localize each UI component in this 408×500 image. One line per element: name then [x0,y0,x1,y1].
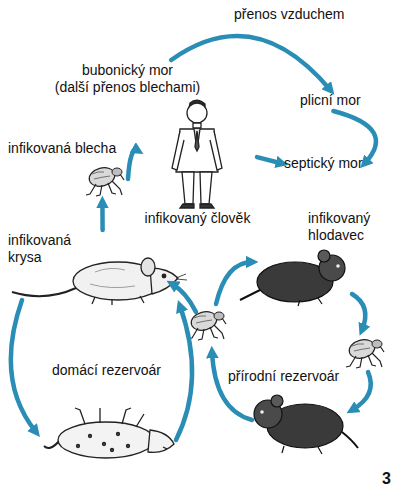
host-group: infikovaný hlodavec [250,210,390,300]
node-text: plicní mor [300,92,361,109]
host-group: infikovaný člověk [140,100,255,227]
transmission-arrow [100,202,105,230]
flea-figure [86,165,124,196]
figure-number: 3 [382,470,391,488]
node-text: septický mor [284,155,363,172]
disease-label: septický mor [284,155,363,172]
node-text: domácí rezervoár [52,362,161,379]
node-text: infikovaná krysa [8,232,80,266]
flea-figure [346,337,384,368]
transmission-arrow [257,157,282,163]
node-text: infikovaná blecha [8,140,126,157]
edge-label: přenos vzduchem [232,6,347,23]
cycle-arrows [11,262,371,440]
reservoir-label: přírodní rezervoár [228,368,339,385]
node-text: (další přenos blechami) [40,79,215,96]
host-group: infikovaná krysa [8,232,180,304]
vector-group: infikovaná blecha [8,140,126,200]
node-text: infikovaný hlodavec [308,210,390,244]
node-text: infikovaný člověk [140,210,255,227]
human-figure [172,100,222,208]
rodent-figure [240,250,345,306]
node-text: přírodní rezervoár [228,368,339,385]
rodent-figure [254,395,358,454]
disease-label: plicní mor [300,92,361,109]
dead-rat-figure [44,408,174,458]
node-text: bubonický mor [40,62,215,79]
transmission-arrow [128,150,138,179]
flea-figure [188,309,226,340]
rat-figure [12,258,187,305]
disease-label: bubonický mor(další přenos blechami) [40,62,215,96]
reservoir-label: domácí rezervoár [52,362,161,379]
